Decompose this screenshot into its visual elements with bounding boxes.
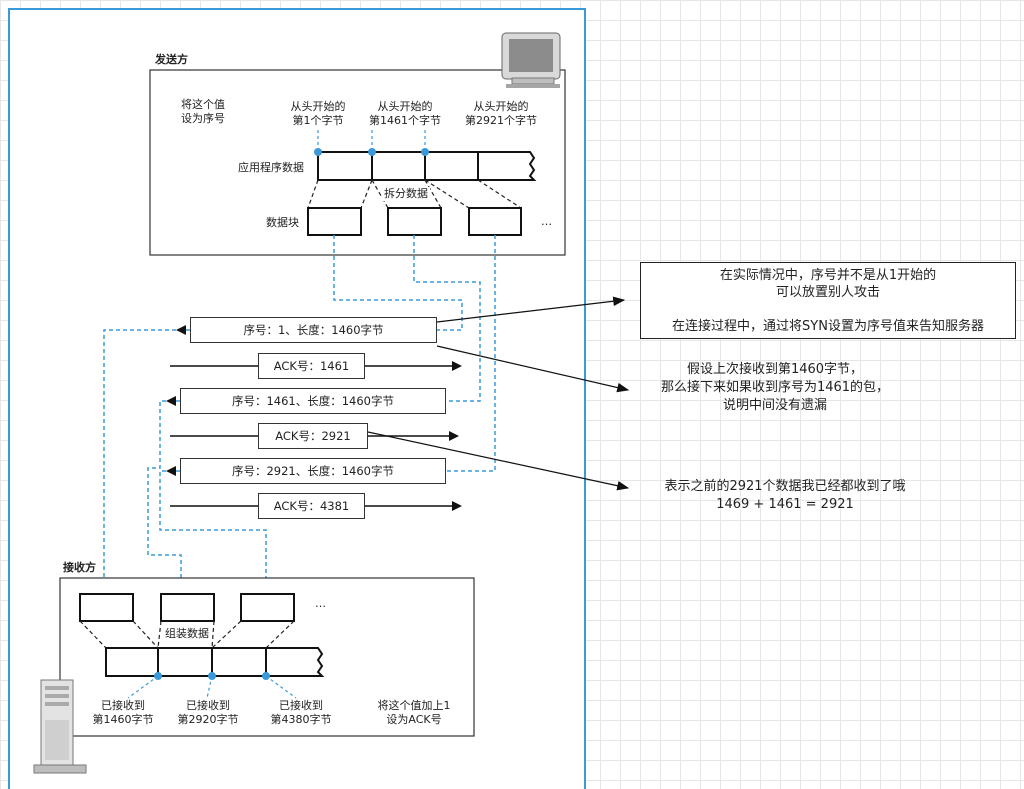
data-chunk (387, 207, 442, 236)
seq-note: 将这个值 设为序号 (178, 98, 228, 126)
data-chunk (468, 207, 522, 236)
split-lines (307, 179, 522, 209)
data-chunk (307, 207, 362, 236)
pointer-label-line: 第1461个字节 (369, 114, 441, 127)
receive-chunk (240, 593, 295, 622)
arrow-right-icon (452, 501, 462, 511)
ack-note: 将这个值加上1 设为ACK号 (366, 699, 462, 727)
annotation-box: 在实际情况中，序号并不是从1开始的 可以放置别人攻击 在连接过程中，通过将SYN… (640, 262, 1016, 339)
received-label-line: 第2920字节 (177, 713, 239, 726)
annotation-line: 那么接下来如果收到序号为1461的包， (660, 380, 890, 395)
server-icon (33, 679, 87, 774)
received-dot (262, 672, 270, 680)
annotation-line: 在连接过程中，通过将SYN设置为序号值来告知服务器 (672, 319, 984, 334)
sender-ellipsis: … (541, 215, 552, 228)
receive-routes (103, 329, 267, 585)
pointer-dot (314, 148, 322, 156)
send-routes (333, 235, 496, 472)
receive-chunk (79, 593, 134, 622)
ack-note-line: 设为ACK号 (386, 713, 442, 726)
received-label-line: 已接收到 (279, 699, 323, 712)
ack-arrows (170, 365, 455, 507)
packet-seq: 序号：1461、长度：1460字节 (180, 388, 446, 414)
pointer-label-line: 从头开始的 (377, 100, 433, 113)
computer-icon (501, 32, 561, 88)
annotation-note-3: 表示之前的2921个数据我已经都收到了哦 1469 + 1461 = 2921 (630, 478, 940, 514)
received-lines (127, 675, 297, 699)
annotation-line: 表示之前的2921个数据我已经都收到了哦 (664, 479, 906, 494)
received-label: 已接收到 第1460字节 (86, 699, 160, 727)
annotation-line: 假设上次接收到第1460字节， (686, 362, 864, 377)
pointer-label: 从头开始的 第1个字节 (280, 100, 356, 128)
annotation-line: 说明中间没有遗漏 (722, 398, 827, 413)
assembled-bar (105, 647, 325, 677)
assemble-lines (79, 620, 295, 649)
annotation-line: 在实际情况中，序号并不是从1开始的 (719, 268, 937, 283)
pointer-label-line: 第1个字节 (292, 114, 344, 127)
packet-ack: ACK号：4381 (258, 493, 365, 519)
pointer-label: 从头开始的 第2921个字节 (458, 100, 544, 128)
pointer-label-line: 从头开始的 (290, 100, 346, 113)
seq-note-line: 将这个值 (181, 98, 225, 111)
received-label-line: 第1460字节 (92, 713, 154, 726)
split-label: 拆分数据 (382, 187, 430, 201)
receiver-ellipsis: … (315, 597, 326, 610)
received-label-line: 第4380字节 (270, 713, 332, 726)
pointer-label-line: 从头开始的 (473, 100, 529, 113)
packet-seq: 序号：2921、长度：1460字节 (180, 458, 446, 484)
sender-title: 发送方 (155, 53, 188, 66)
packet-ack: ACK号：2921 (258, 423, 368, 449)
pointer-label-line: 第2921个字节 (465, 114, 537, 127)
packet-ack: ACK号：1461 (258, 353, 365, 379)
chunks-label: 数据块 (266, 216, 299, 229)
ack-note-line: 将这个值加上1 (377, 699, 451, 712)
arrow-right-icon (452, 361, 462, 371)
arrow-right-icon (449, 431, 459, 441)
arrow-left-icon (176, 325, 186, 335)
received-label: 已接收到 第2920字节 (171, 699, 245, 727)
received-label: 已接收到 第4380字节 (264, 699, 338, 727)
pointer-label: 从头开始的 第1461个字节 (363, 100, 447, 128)
annotation-line: 1469 + 1461 = 2921 (716, 497, 854, 512)
app-data-label: 应用程序数据 (238, 161, 304, 174)
seq-note-line: 设为序号 (181, 112, 225, 125)
pointer-dot (421, 148, 429, 156)
received-label-line: 已接收到 (101, 699, 145, 712)
annotation-line: 可以放置别人攻击 (775, 285, 880, 300)
received-dot (154, 672, 162, 680)
arrow-left-icon (166, 466, 176, 476)
assemble-label: 组装数据 (163, 627, 211, 641)
pointer-dot (368, 148, 376, 156)
receive-chunk (160, 593, 215, 622)
received-dot (208, 672, 216, 680)
annotation-arrows (367, 296, 630, 491)
received-label-line: 已接收到 (186, 699, 230, 712)
packet-seq: 序号：1、长度：1460字节 (190, 317, 437, 343)
annotation-note-2: 假设上次接收到第1460字节， 那么接下来如果收到序号为1461的包， 说明中间… (625, 361, 925, 415)
receiver-title: 接收方 (63, 561, 96, 574)
arrow-left-icon (166, 396, 176, 406)
app-data-bar (317, 151, 537, 181)
